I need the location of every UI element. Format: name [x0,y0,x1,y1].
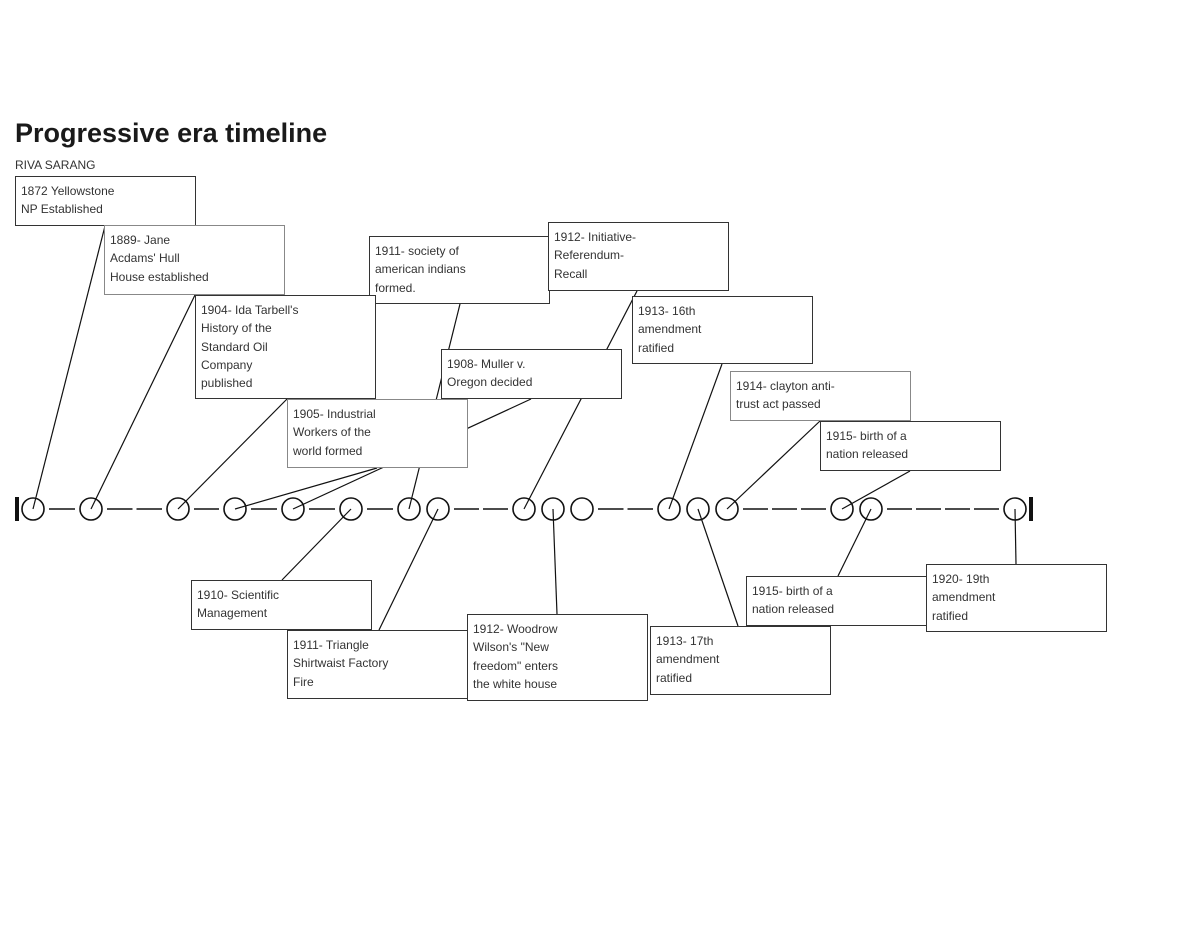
event-box-muller-v-oregon[interactable]: 1908- Muller v. Oregon decided [441,349,622,399]
connector-line [378,508,439,631]
connector-line [177,398,288,510]
timeline-node[interactable] [166,497,190,521]
event-box-19th-amendment[interactable]: 1920- 19th amendment ratified [926,564,1107,632]
connector-line [32,225,106,510]
connector-line [697,508,739,627]
connector-line [1014,508,1017,565]
timeline-node[interactable] [541,497,565,521]
event-box-triangle-fire[interactable]: 1911- Triangle Shirtwaist Factory Fire [287,630,468,699]
event-box-birth-of-a-nation-bottom[interactable]: 1915- birth of a nation released [746,576,927,626]
timeline-node[interactable] [657,497,681,521]
event-box-iww[interactable]: 1905- Industrial Workers of the world fo… [287,399,468,468]
event-box-tarbell[interactable]: 1904- Ida Tarbell's History of the Stand… [195,295,376,399]
timeline-node[interactable] [79,497,103,521]
timeline-node[interactable] [397,497,421,521]
event-box-society-american-indians[interactable]: 1911- society of american indians formed… [369,236,550,304]
connector-line [552,508,558,615]
event-box-clayton-antitrust[interactable]: 1914- clayton anti- trust act passed [730,371,911,421]
connector-line [90,294,196,510]
event-box-initiative-referendum-recall[interactable]: 1912- Initiative- Referendum- Recall [548,222,729,291]
connector-line [837,508,872,577]
event-box-wilson-new-freedom[interactable]: 1912- Woodrow Wilson's "New freedom" ent… [467,614,648,701]
timeline-start-bar [15,497,19,521]
timeline-node[interactable] [830,497,854,521]
timeline-node[interactable] [570,497,594,521]
connector-line [668,363,723,510]
connector-line [726,420,821,510]
connector-line [281,508,352,581]
timeline-node[interactable] [281,497,305,521]
event-box-hull-house[interactable]: 1889- Jane Acdams' Hull House establishe… [104,225,285,295]
connector-line [841,470,911,510]
timeline-node[interactable] [426,497,450,521]
event-box-17th-amendment[interactable]: 1913- 17th amendment ratified [650,626,831,695]
event-box-scientific-management[interactable]: 1910- Scientific Management [191,580,372,630]
timeline-node[interactable] [715,497,739,521]
connector-line [234,467,378,510]
event-box-yellowstone[interactable]: 1872 Yellowstone NP Established [15,176,196,226]
timeline-node[interactable] [859,497,883,521]
author-name: RIVA SARANG [15,158,96,172]
event-box-16th-amendment[interactable]: 1913- 16th amendment ratified [632,296,813,364]
page-title: Progressive era timeline [15,118,328,148]
event-box-birth-of-a-nation-top[interactable]: 1915- birth of a nation released [820,421,1001,471]
timeline-node[interactable] [223,497,247,521]
timeline-axis [15,497,1033,521]
timeline-node[interactable] [21,497,45,521]
timeline-end-bar [1029,497,1033,521]
connector-line [523,290,638,510]
timeline-node[interactable] [1003,497,1027,521]
timeline-node[interactable] [512,497,536,521]
timeline-node[interactable] [339,497,363,521]
timeline-node[interactable] [686,497,710,521]
